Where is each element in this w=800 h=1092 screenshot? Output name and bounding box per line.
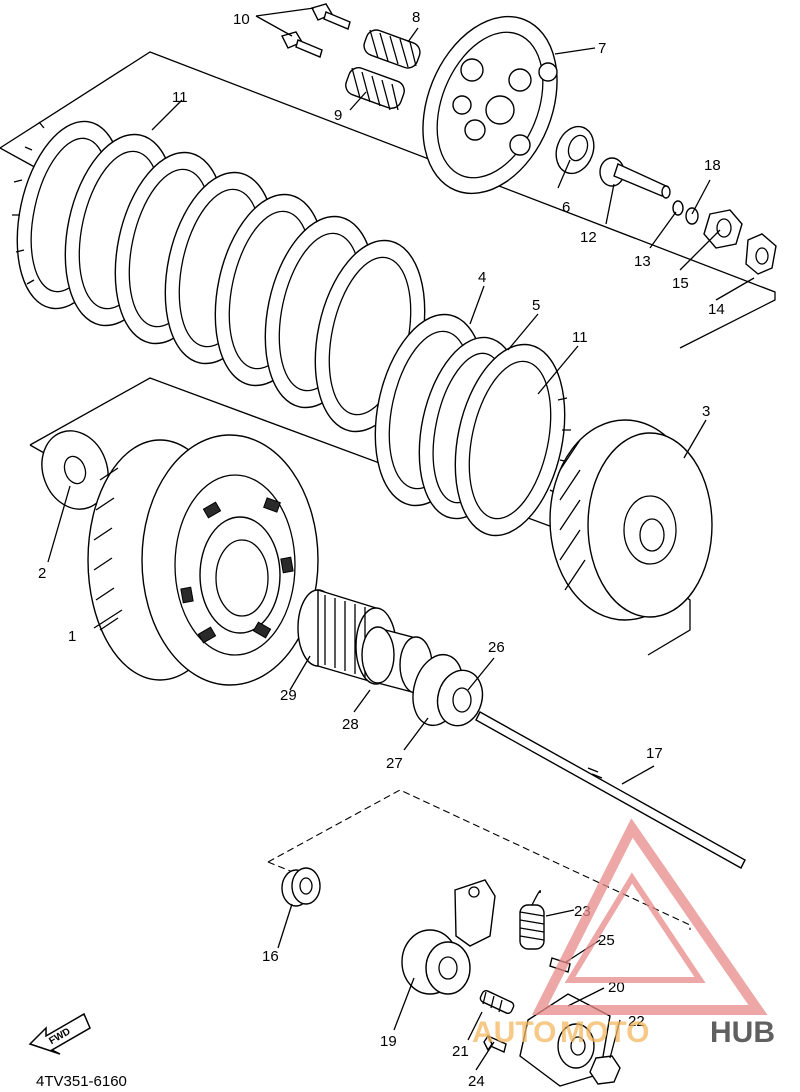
label-part-24: 24 xyxy=(468,1073,485,1090)
label-part-2: 2 xyxy=(38,565,46,582)
return-spring-part xyxy=(519,890,545,950)
label-part-12: 12 xyxy=(580,229,597,246)
thrust-washer-part xyxy=(41,430,109,510)
label-part-15: 15 xyxy=(672,275,689,292)
push-rod-short-part xyxy=(599,157,671,199)
label-part-3: 3 xyxy=(702,403,710,420)
bearing-part xyxy=(555,125,595,175)
clutch-plate-stack xyxy=(12,120,571,537)
label-part-4: 4 xyxy=(478,269,486,286)
label-part-8: 8 xyxy=(412,9,420,26)
watermark-text-hub: HUB xyxy=(710,1016,775,1049)
automotohub-watermark: AUTO MOTO HUB xyxy=(472,818,775,1049)
label-part-18: 18 xyxy=(704,157,721,174)
nut-part xyxy=(703,209,743,249)
pressure-plate-part xyxy=(422,15,558,195)
label-part-5: 5 xyxy=(532,297,540,314)
clutch-housing-part xyxy=(87,434,319,686)
clutch-spring-part xyxy=(345,29,421,111)
watermark-triangle-icon xyxy=(531,818,768,1015)
oil-seal-part xyxy=(281,867,321,907)
circlip-part xyxy=(672,200,699,225)
clutch-bolt-part xyxy=(280,3,351,58)
label-part-7: 7 xyxy=(598,40,606,57)
push-rod-long-part xyxy=(475,711,746,869)
label-part-11b: 11 xyxy=(572,329,588,346)
cap-nut-part xyxy=(589,1055,621,1085)
watermark-text-moto: MOTO xyxy=(560,1016,649,1049)
label-part-13: 13 xyxy=(634,253,651,270)
leader-lines xyxy=(47,7,755,1071)
label-part-25: 25 xyxy=(598,932,615,949)
label-part-20: 20 xyxy=(608,979,625,996)
label-part-11a: 11 xyxy=(172,89,188,106)
part-number-labels: 10 8 9 7 11 6 12 18 13 15 14 4 5 11 3 2 … xyxy=(38,9,725,1090)
label-part-22: 22 xyxy=(628,1013,645,1030)
spacer-part xyxy=(361,626,433,694)
cover-plate-part xyxy=(519,993,611,1087)
label-part-19: 19 xyxy=(380,1033,397,1050)
lock-washer-part xyxy=(745,233,777,275)
fwd-arrow-icon: FWD xyxy=(28,1012,91,1055)
label-part-28: 28 xyxy=(342,716,359,733)
label-part-16: 16 xyxy=(262,948,279,965)
label-part-26: 26 xyxy=(488,639,505,656)
label-part-27: 27 xyxy=(386,755,403,772)
washer-26-part xyxy=(436,669,484,727)
push-lever-part xyxy=(401,879,496,995)
label-part-17: 17 xyxy=(646,745,663,762)
watermark-text-auto: AUTO xyxy=(472,1016,556,1049)
label-part-29: 29 xyxy=(280,687,297,704)
clutch-boss-part xyxy=(549,419,713,621)
adjuster-bolt-part xyxy=(479,989,515,1015)
label-part-9: 9 xyxy=(334,107,342,124)
screw-part xyxy=(483,1034,507,1053)
label-part-10: 10 xyxy=(233,11,250,28)
label-part-6: 6 xyxy=(562,199,570,216)
diagram-code: 4TV351-6160 xyxy=(36,1073,127,1090)
label-part-21: 21 xyxy=(452,1043,469,1060)
label-part-1: 1 xyxy=(68,628,76,645)
label-part-14: 14 xyxy=(708,301,725,318)
